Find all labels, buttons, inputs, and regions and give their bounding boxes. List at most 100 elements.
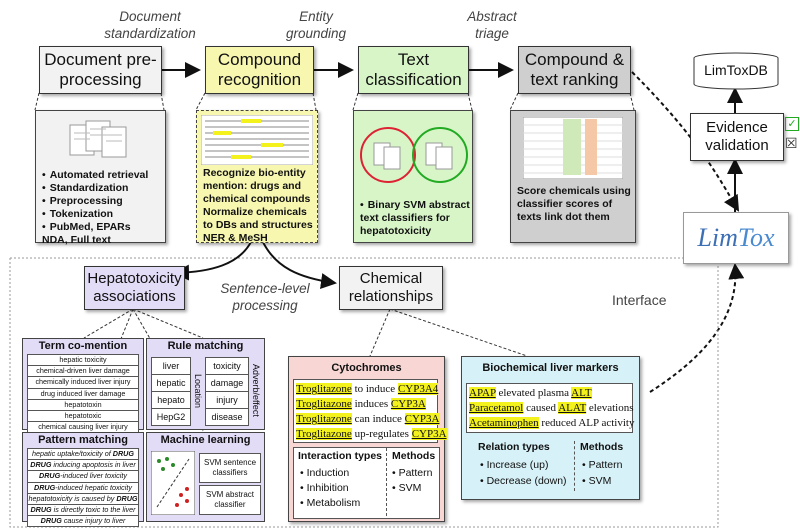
list-item: • Inhibition <box>300 482 349 494</box>
table-row: chemical causing liver injury <box>38 422 128 432</box>
panel-text-classification: Binary SVM abstract text classifiers for… <box>353 110 473 243</box>
table-row: DRUG is directly toxic to the liver <box>28 505 138 517</box>
logo-tox: Tox <box>737 223 775 252</box>
term-comention-title: Term co-mention <box>38 340 128 352</box>
rule-matching-panel: Rule matching liver hepatic hepato HepG2… <box>146 338 265 430</box>
list-item: • SVM <box>392 482 422 494</box>
preprocessing-list: Automated retrieval Standardization Prep… <box>42 169 148 247</box>
list-item: • Pattern <box>582 459 623 471</box>
methods-title: Methods <box>392 450 436 462</box>
list-item: • Decrease (down) <box>480 475 567 487</box>
biochemical-title: Biochemical liver markers <box>482 362 619 374</box>
table-row: drug induced liver damage <box>28 389 138 400</box>
database-icon <box>693 52 779 90</box>
limtox-logo: LimTox <box>683 212 789 264</box>
evidence-validation: Evidence validation <box>690 113 784 161</box>
list-item: injury <box>206 392 248 409</box>
stage-document-preprocessing: Document pre- processing <box>39 46 162 94</box>
panel-preprocessing: Automated retrieval Standardization Prep… <box>35 110 166 246</box>
table-row: DRUG-induced hepatic toxicity <box>28 483 138 494</box>
interface-label: Interface <box>612 292 667 308</box>
svm-sentence-classifier: SVM sentence classifiers <box>199 453 261 483</box>
sentence: APAP elevated plasma ALT <box>469 387 592 399</box>
table-row: hepatic uptake/toxicity of DRUG <box>28 449 138 461</box>
rule-effect-list: toxicity damage injury disease <box>205 357 249 426</box>
cytochromes-title: Cytochromes <box>331 362 402 374</box>
sentence: Acetaminophen reduced ALP activity <box>469 417 635 429</box>
list-item: Tokenization <box>42 208 148 221</box>
pattern-matching-panel: Pattern matching hepatic uptake/toxicity… <box>22 432 144 528</box>
limtoxdb-label: LimToxDB <box>704 62 768 78</box>
term-table: hepatic toxicity chemical-driven liver d… <box>27 354 139 434</box>
biochemical-types-box: Relation types • Increase (up) • Decreas… <box>466 439 633 495</box>
sentence-level-label: Sentence-level processing <box>220 281 310 313</box>
rule-location-list: liver hepatic hepato HepG2 <box>151 357 191 426</box>
list-item: • SVM <box>582 475 612 487</box>
table-row: hepatotoxin <box>28 400 138 411</box>
sentence: Paracetamol caused ALAT elevations <box>469 402 634 414</box>
interaction-types-title: Interaction types <box>298 450 383 462</box>
machine-learning-panel: Machine learning SVM sentence classifier… <box>146 432 265 522</box>
adverb-effect-label: Adverb/effect <box>251 363 261 417</box>
check-icon: ✓ <box>785 117 799 131</box>
table-row: hepatotoxicity is caused by DRUG <box>28 494 138 505</box>
table-row: chemically induced liver injury <box>28 377 138 389</box>
machine-learning-title: Machine learning <box>160 434 251 446</box>
classifier-icon <box>360 127 468 183</box>
classification-list: Binary SVM abstract text classifiers for… <box>360 199 470 238</box>
sentence: Troglitazone up-regulates CYP3A <box>296 428 447 440</box>
term-comention-panel: Term co-mention hepatic toxicity chemica… <box>22 338 144 434</box>
list-item: • Metabolism <box>300 497 361 509</box>
list-item: Preprocessing <box>42 195 148 208</box>
sentence: Troglitazone to induce CYP3A4 <box>296 383 439 395</box>
cytochrome-sentences: Troglitazone to induce CYP3A4 Troglitazo… <box>293 379 447 443</box>
methods-title: Methods <box>580 441 624 453</box>
list-item: • Pattern <box>392 467 433 479</box>
list-item: hepatic <box>152 375 190 392</box>
table-row: chemical-driven liver damage <box>28 366 138 378</box>
stage-compound-recognition: Compound recognition <box>205 46 314 94</box>
svm-scatter-icon <box>151 451 195 515</box>
list-item: HepG2 <box>156 412 186 422</box>
list-item: liver <box>152 358 190 375</box>
score-table-icon <box>523 117 623 179</box>
sentence: Troglitazone induces CYP3A <box>296 398 426 410</box>
sentence: Troglitazone can induce CYP3A <box>296 413 440 425</box>
table-row: hepatotoxic <box>28 411 138 423</box>
ranking-text: Score chemicals using classifier scores … <box>517 185 631 223</box>
step-label-standardization: Document standardization <box>104 9 196 41</box>
list-item: Binary SVM abstract text classifiers for… <box>360 199 470 238</box>
logo-lim: Lim <box>697 223 738 252</box>
list-item: damage <box>206 375 248 392</box>
chemical-relationships: Chemical relationships <box>339 266 443 310</box>
recognition-text: Recognize bio-entity mention: drugs and … <box>203 167 313 244</box>
rule-matching-title: Rule matching <box>167 340 244 352</box>
svm-abstract-classifier: SVM abstract classifier <box>199 485 261 515</box>
cross-icon: ☒ <box>785 135 798 151</box>
stage-compound-text-ranking: Compound & text ranking <box>518 46 631 94</box>
table-row: DRUG cause injury to liver <box>40 516 126 526</box>
list-item: PubMed, EPARs NDA, Full text <box>42 221 148 247</box>
documents-icon <box>69 120 127 158</box>
step-label-triage: Abstract triage <box>467 9 517 41</box>
list-item: • Induction <box>300 467 350 479</box>
list-item: toxicity <box>206 358 248 375</box>
list-item: • Increase (up) <box>480 459 549 471</box>
relation-types-title: Relation types <box>478 441 550 453</box>
panel-compound-ranking: Score chemicals using classifier scores … <box>510 110 636 243</box>
table-row: DRUG-induced liver toxicity <box>28 471 138 483</box>
list-item: hepato <box>152 392 190 409</box>
pattern-matching-title: Pattern matching <box>38 434 128 446</box>
hepatotoxicity-associations: Hepatotoxicity associations <box>84 266 185 310</box>
panel-compound-recognition: Recognize bio-entity mention: drugs and … <box>196 110 318 244</box>
stage-text-classification: Text classification <box>358 46 469 94</box>
cytochromes-panel: Cytochromes Troglitazone to induce CYP3A… <box>288 356 447 522</box>
list-item: disease <box>211 412 243 422</box>
list-item: Standardization <box>42 182 148 195</box>
biochemical-sentences: APAP elevated plasma ALT Paracetamol cau… <box>466 383 635 433</box>
cytochrome-types-box: Interaction types • Induction • Inhibiti… <box>293 447 440 519</box>
location-label: Location <box>193 373 203 409</box>
table-row: hepatic toxicity <box>28 355 138 367</box>
step-label-grounding: Entity grounding <box>285 9 347 41</box>
pattern-table: hepatic uptake/toxicity of DRUG DRUG ind… <box>27 448 139 528</box>
